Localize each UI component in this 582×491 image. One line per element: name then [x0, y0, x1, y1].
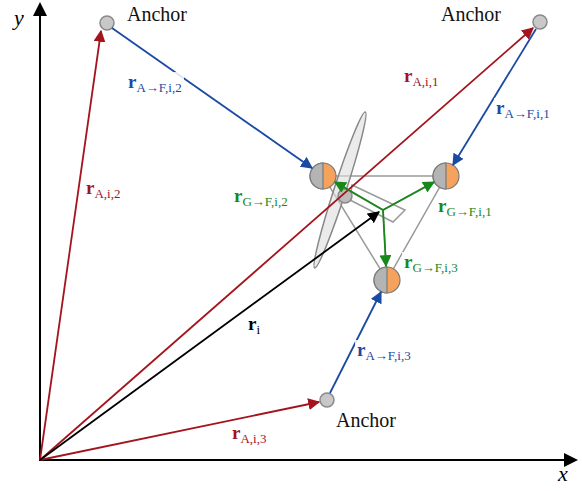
- vector-subscript: G→F,i,3: [412, 260, 457, 275]
- vector-subscript: A→F,i,3: [365, 348, 410, 363]
- vector-label: rG→F,i,3: [402, 252, 460, 275]
- vector-label: rG→F,i,2: [232, 186, 290, 209]
- vector-subscript: A→F,i,1: [504, 106, 549, 121]
- vector-subscript: A,i,3: [240, 431, 266, 446]
- vector-symbol: r: [248, 313, 256, 334]
- vector-symbol: r: [404, 251, 412, 272]
- vector-label: ri: [246, 314, 262, 337]
- vector-label: rA→F,i,2: [126, 72, 184, 95]
- vector-symbol: r: [357, 339, 365, 360]
- anchor-label: Anchor: [441, 3, 501, 25]
- vector-symbol: r: [128, 71, 136, 92]
- axes: [33, 2, 578, 467]
- foot-markers: [310, 163, 459, 293]
- axis-label: x: [556, 462, 570, 486]
- anchor-label: Anchor: [336, 409, 396, 431]
- vectors: [40, 28, 536, 460]
- vector-symbol: r: [438, 195, 446, 216]
- vector-label: rA→F,i,3: [355, 340, 413, 363]
- vector-subscript: A,i,2: [94, 186, 120, 201]
- anchor-node: Anchor: [127, 3, 187, 25]
- anchor-node: Anchor: [441, 3, 501, 25]
- anchor-node: Anchor: [336, 409, 396, 431]
- vector-subscript: G→F,i,2: [242, 194, 287, 209]
- anchor-label: Anchor: [127, 3, 187, 25]
- vector-label: rA,i,2: [84, 178, 122, 201]
- vector-symbol: r: [404, 65, 412, 86]
- vector-symbol: r: [496, 97, 504, 118]
- vector-label: rG→F,i,1: [436, 196, 494, 219]
- vector-symbol: r: [234, 185, 242, 206]
- vector-label: rA→F,i,1: [494, 98, 552, 121]
- vector-subscript: G→F,i,1: [446, 204, 491, 219]
- vector-symbol: r: [232, 422, 240, 443]
- axis-label: y: [12, 6, 26, 30]
- vector-subscript: A→F,i,2: [136, 80, 181, 95]
- vector-subscript: i: [256, 322, 260, 337]
- vector-symbol: r: [86, 177, 94, 198]
- vector-label: rA,i,3: [230, 423, 268, 446]
- vector-subscript: A,i,1: [412, 74, 438, 89]
- vector-label: rA,i,1: [402, 66, 440, 89]
